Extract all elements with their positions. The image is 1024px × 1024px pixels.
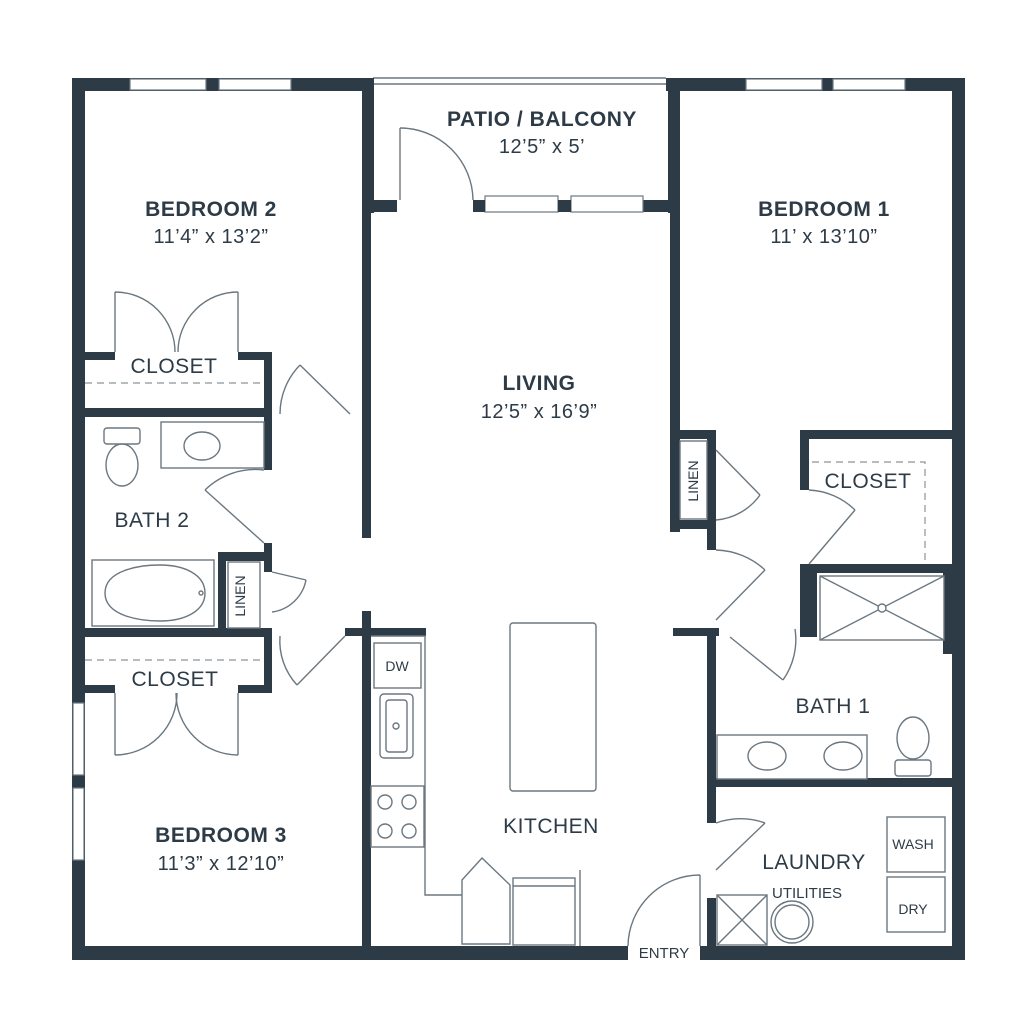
windows [72, 77, 965, 960]
dry-label: DRY [898, 901, 928, 917]
utilities-label: UTILITIES [772, 885, 842, 902]
living-name: LIVING [502, 372, 575, 395]
patio-name: PATIO / BALCONY [447, 108, 637, 131]
bedroom1-dims: 11’ x 13’10” [770, 226, 877, 248]
wash-label: WASH [892, 836, 933, 852]
bedroom3-name: BEDROOM 3 [155, 824, 287, 847]
interior-walls [85, 78, 965, 953]
bedroom3-dims: 11’3” x 12’10” [158, 853, 285, 875]
kitchen-name: KITCHEN [503, 815, 599, 838]
entry-label: ENTRY [639, 945, 690, 962]
living-dims: 12’5” x 16’9” [481, 401, 598, 423]
closet-bed2-label: CLOSET [130, 355, 217, 378]
bedroom1-name: BEDROOM 1 [758, 198, 890, 221]
bedroom2-name: BEDROOM 2 [145, 198, 277, 221]
linen-bed1-label: LINEN [685, 460, 701, 501]
fixtures [85, 382, 946, 946]
patio-dims: 12’5” x 5’ [499, 136, 585, 158]
bath1-name: BATH 1 [796, 695, 871, 718]
doors [114, 127, 856, 947]
linen-bath2-label: LINEN [232, 575, 248, 616]
room-labels: PATIO / BALCONY 12’5” x 5’ BEDROOM 2 11’… [115, 108, 934, 962]
bath2-name: BATH 2 [115, 509, 190, 532]
dishwasher-label: DW [385, 658, 409, 674]
laundry-name: LAUNDRY [762, 851, 865, 874]
bedroom2-dims: 11’4” x 13’2” [153, 226, 268, 248]
closet-bed3-label: CLOSET [131, 668, 218, 691]
closet-bed1-label: CLOSET [824, 470, 911, 493]
